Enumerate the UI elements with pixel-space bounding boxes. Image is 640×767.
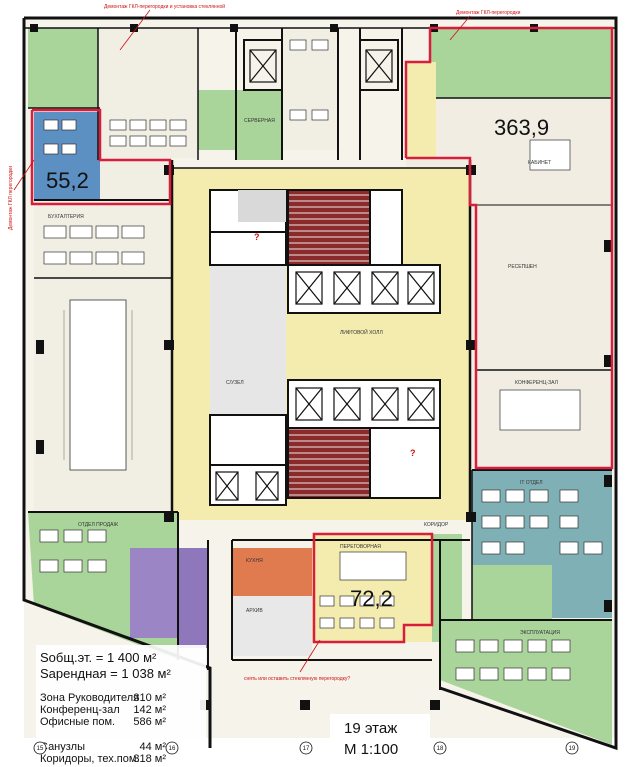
desks <box>39 39 603 681</box>
zone-purple <box>130 548 178 638</box>
label-archive: АРХИВ <box>246 608 263 614</box>
service-label: Коридоры, тех.пом. <box>40 753 140 765</box>
label-reception: РЕСЕПШЕН <box>508 264 537 270</box>
svg-text:Демонтаж ГКЛ-перегородки: Демонтаж ГКЛ-перегородки <box>456 10 521 16</box>
label-wc: С/УЗЕЛ <box>226 380 244 386</box>
service-rows: Санузлы 44 м² Коридоры, тех.пом. 318 м² <box>40 741 166 765</box>
left-conference-table <box>69 299 127 471</box>
stair-bottom <box>287 427 371 499</box>
summary-box <box>36 645 206 741</box>
summary-label: Офисные пом. <box>40 716 115 728</box>
total-area: Sобщ.эт. = 1 400 м² <box>40 650 157 665</box>
svg-text:Демонтаж ГКЛ перегородки: Демонтаж ГКЛ перегородки <box>8 166 14 230</box>
zone-accounting <box>34 200 170 278</box>
zone-top-right-yellow <box>406 62 436 157</box>
rentable-area: Sарендная = 1 038 м² <box>40 666 171 681</box>
summary-label: Конференц-зал <box>40 704 120 716</box>
axis-label: 19 <box>569 746 576 752</box>
question-mark-1: ? <box>254 232 260 242</box>
axis-label: 15 <box>37 746 44 752</box>
shaft-2 <box>209 231 287 266</box>
floor-scale: M 1:100 <box>344 741 398 758</box>
floor-title-box <box>330 714 430 764</box>
service-value: 318 м² <box>133 753 166 765</box>
axis-label: 17 <box>303 746 310 752</box>
summary-value: 310 м² <box>133 692 166 704</box>
label-accounting: БУХГАЛТЕРИЯ <box>48 214 84 220</box>
label-corridor: КОРИДОР <box>424 522 449 528</box>
axis-label: 18 <box>437 746 444 752</box>
label-conference: КОНФЕРЕНЦ-ЗАЛ <box>515 380 558 386</box>
shaft-1-inner <box>238 190 286 222</box>
label-sales-dept: ОТДЕЛ ПРОДАЖ <box>78 522 118 528</box>
area-middle: 72,2 <box>350 586 393 611</box>
room-labels: БУХГАЛТЕРИЯ КАБИНЕТ РЕСЕПШЕН КОНФЕРЕНЦ-З… <box>48 118 560 636</box>
lift-row-top <box>287 264 441 314</box>
summary-label: Зона Руководителя <box>40 692 139 704</box>
zone-green-box <box>472 565 552 620</box>
shaft-3 <box>369 189 403 266</box>
summary-value: 586 м² <box>133 716 166 728</box>
zone-grey-lower <box>232 596 312 656</box>
service-value: 44 м² <box>139 741 166 753</box>
area-top-right: 363,9 <box>494 115 549 140</box>
zone-orange-kitchen <box>232 548 312 596</box>
left-conference-chairs <box>63 310 133 460</box>
summary-rows: Зона Руководителя 310 м² Конференц-зал 1… <box>40 692 166 728</box>
shaft-6 <box>369 427 441 499</box>
question-mark-2: ? <box>410 448 416 458</box>
label-kitchen: КУХНЯ <box>246 558 263 564</box>
axis-label: 16 <box>169 746 176 752</box>
zone-purple-2 <box>178 548 208 648</box>
shaft-4 <box>209 414 287 466</box>
label-it-dept: IT ОТДЕЛ <box>520 480 543 486</box>
summary-value: 142 м² <box>133 704 166 716</box>
svg-text:снять или оставить стеклянную: снять или оставить стеклянную перегородк… <box>244 676 350 682</box>
axis-markers: 15 16 17 18 19 <box>33 741 579 755</box>
lift-row-bottom <box>287 379 441 429</box>
stair-top <box>287 189 371 266</box>
label-negotiation: ПЕРЕГОВОРНАЯ <box>340 544 381 550</box>
label-server: СЕРВЕРНАЯ <box>244 118 275 124</box>
service-label: Санузлы <box>40 741 85 753</box>
zone-wc <box>210 265 286 415</box>
area-top-left: 55,2 <box>46 168 89 193</box>
label-cabinet: КАБИНЕТ <box>528 160 551 166</box>
shaft-5 <box>209 464 287 506</box>
red-annotations: Демонтаж ГКЛ-перегородки и установка сте… <box>8 3 521 682</box>
zone-green-2 <box>236 90 282 160</box>
floor-number: 19 этаж <box>344 720 397 737</box>
red-outlines <box>30 26 614 644</box>
zone-top-right-green <box>430 28 612 98</box>
label-exploitation: ЭКСПЛУАТАЦИЯ <box>520 630 560 636</box>
lift-cabins <box>215 49 435 501</box>
svg-text:Демонтаж ГКЛ-перегородки и уст: Демонтаж ГКЛ-перегородки и установка сте… <box>104 3 225 10</box>
zone-server-green <box>198 90 236 150</box>
label-lift-hall: ЛИФТОВОЙ ХОЛЛ <box>340 328 383 336</box>
